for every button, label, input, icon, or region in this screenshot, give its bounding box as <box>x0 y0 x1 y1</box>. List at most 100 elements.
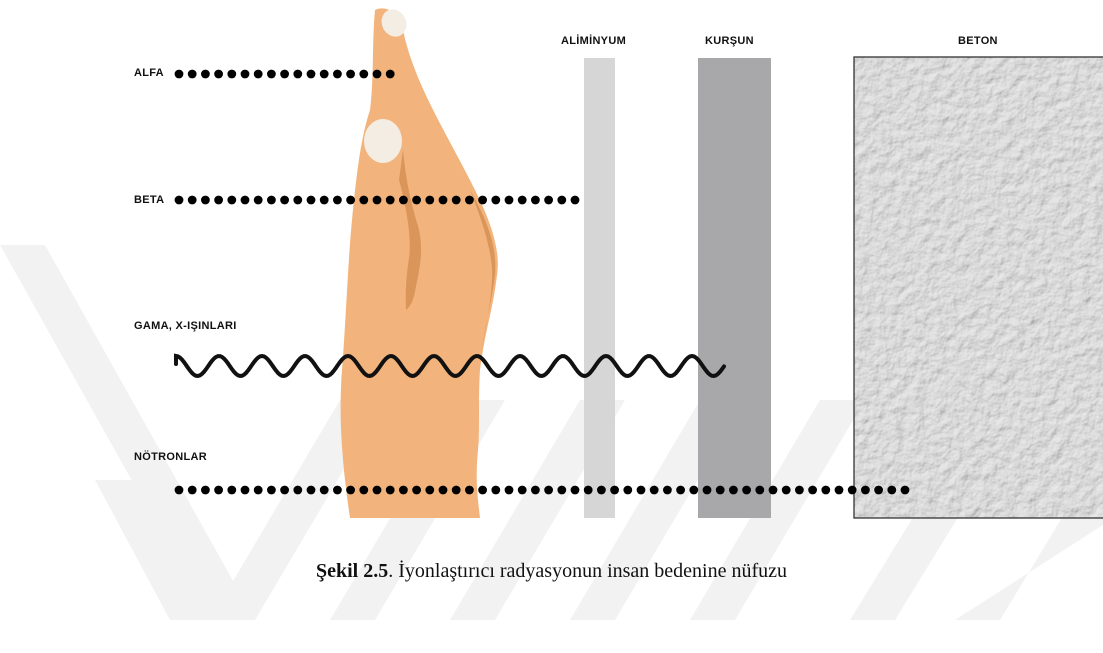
beta-dot <box>491 196 500 205</box>
alpha-dot <box>373 70 382 79</box>
beta-dot <box>293 196 302 205</box>
alpha-particle-path <box>175 70 395 79</box>
neutron-dot <box>610 486 619 495</box>
neutron-dot <box>267 486 276 495</box>
beta-dot <box>571 196 580 205</box>
alpha-dot <box>333 70 342 79</box>
neutron-dot <box>729 486 738 495</box>
neutron-dot <box>214 486 223 495</box>
beta-dot <box>557 196 566 205</box>
neutron-dot <box>584 486 593 495</box>
neutron-dot <box>175 486 184 495</box>
neutron-dot <box>399 486 408 495</box>
neutron-dot <box>478 486 487 495</box>
alpha-dot <box>359 70 368 79</box>
alpha-dot <box>307 70 316 79</box>
aluminium-sheet <box>584 58 615 518</box>
beta-dot <box>399 196 408 205</box>
beta-dot <box>280 196 289 205</box>
beta-dot <box>241 196 250 205</box>
beta-particle-path <box>175 196 580 205</box>
neutron-dot <box>439 486 448 495</box>
neutron-dot <box>835 486 844 495</box>
beta-dot <box>267 196 276 205</box>
neutron-dot <box>491 486 500 495</box>
beta-dot <box>307 196 316 205</box>
neutron-dot <box>412 486 421 495</box>
neutron-dot <box>465 486 474 495</box>
neutron-dot <box>280 486 289 495</box>
alpha-dot <box>267 70 276 79</box>
neutron-dot <box>333 486 342 495</box>
neutron-dot <box>650 486 659 495</box>
neutron-dot <box>769 486 778 495</box>
neutron-dot <box>874 486 883 495</box>
neutron-dot <box>254 486 263 495</box>
alpha-dot <box>214 70 223 79</box>
neutron-dot <box>544 486 553 495</box>
radiation-label-neutron: NÖTRONLAR <box>134 451 207 463</box>
neutron-dot <box>887 486 896 495</box>
beta-dot <box>359 196 368 205</box>
neutron-dot <box>505 486 514 495</box>
neutron-dot <box>531 486 540 495</box>
beta-dot <box>425 196 434 205</box>
beta-dot <box>452 196 461 205</box>
beta-dot <box>188 196 197 205</box>
neutron-dot <box>293 486 302 495</box>
beta-dot <box>544 196 553 205</box>
neutron-dot <box>795 486 804 495</box>
beta-dot <box>412 196 421 205</box>
neutron-dot <box>241 486 250 495</box>
figure-number: Şekil 2.5 <box>316 560 388 582</box>
beta-dot <box>439 196 448 205</box>
neutron-dot <box>703 486 712 495</box>
alpha-dot <box>188 70 197 79</box>
alpha-dot <box>227 70 236 79</box>
neutron-dot <box>861 486 870 495</box>
neutron-dot <box>821 486 830 495</box>
neutron-dot <box>518 486 527 495</box>
beta-dot <box>531 196 540 205</box>
neutron-dot <box>201 486 210 495</box>
beta-dot <box>373 196 382 205</box>
beta-dot <box>320 196 329 205</box>
neutron-dot <box>848 486 857 495</box>
neutron-dot <box>597 486 606 495</box>
beta-dot <box>214 196 223 205</box>
hand-illustration <box>341 5 498 518</box>
alpha-dot <box>293 70 302 79</box>
shielding-materials <box>584 57 1103 518</box>
neutron-dot <box>808 486 817 495</box>
neutron-dot <box>742 486 751 495</box>
neutron-dot <box>663 486 672 495</box>
beta-dot <box>505 196 514 205</box>
alpha-dot <box>386 70 395 79</box>
neutron-dot <box>359 486 368 495</box>
alpha-dot <box>280 70 289 79</box>
concrete-block <box>854 57 1103 518</box>
neutron-dot <box>782 486 791 495</box>
alpha-dot <box>175 70 184 79</box>
alpha-dot <box>241 70 250 79</box>
material-label-concrete: BETON <box>958 35 998 47</box>
neutron-dot <box>346 486 355 495</box>
neutron-dot <box>716 486 725 495</box>
beta-dot <box>346 196 355 205</box>
beta-dot <box>175 196 184 205</box>
neutron-dot <box>901 486 910 495</box>
figure-caption: Şekil 2.5. İyonlaştırıcı radyasyonun ins… <box>0 560 1103 583</box>
radiation-label-alpha: ALFA <box>134 67 164 79</box>
neutron-dot <box>557 486 566 495</box>
beta-dot <box>478 196 487 205</box>
radiation-label-beta: BETA <box>134 194 164 206</box>
neutron-dot <box>452 486 461 495</box>
figure-caption-text: . İyonlaştırıcı radyasyonun insan bedeni… <box>388 560 787 582</box>
neutron-dot <box>227 486 236 495</box>
neutron-dot <box>307 486 316 495</box>
neutron-dot <box>425 486 434 495</box>
beta-dot <box>465 196 474 205</box>
alpha-dot <box>320 70 329 79</box>
alpha-dot <box>201 70 210 79</box>
radiation-paths <box>175 70 910 495</box>
